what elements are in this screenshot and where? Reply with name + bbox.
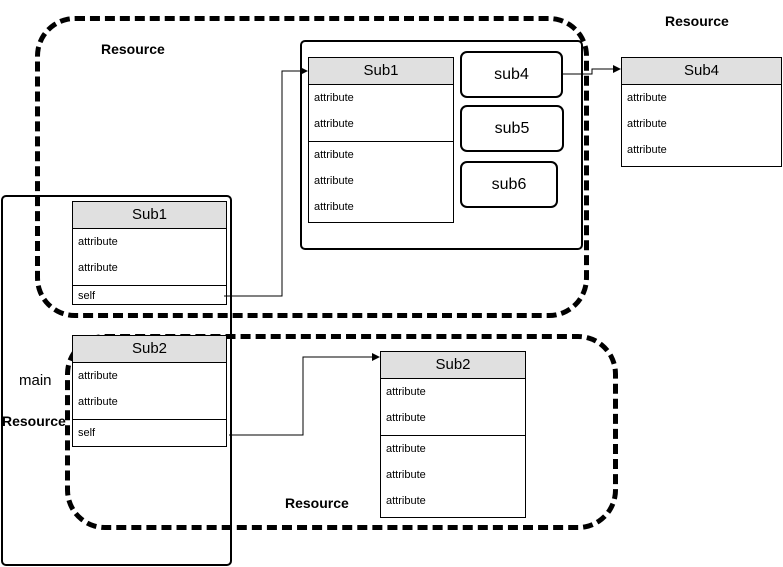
sub1-container <box>300 40 583 250</box>
bottom-resource-region <box>65 334 618 530</box>
attribute-row: attribute <box>386 386 426 398</box>
method-row: attribute <box>314 201 354 213</box>
sub4-target-class[interactable]: Sub4 attribute attribute attribute <box>621 57 782 167</box>
sub4-box[interactable]: sub4 <box>460 51 563 98</box>
method-row: attribute <box>314 149 354 161</box>
method-row: attribute <box>314 175 354 187</box>
divider <box>309 141 453 142</box>
class-title: Sub1 <box>73 202 226 229</box>
outer-resource-label: Resource <box>665 13 729 29</box>
sub6-box[interactable]: sub6 <box>460 161 558 208</box>
attribute-row: attribute <box>314 118 354 130</box>
attribute-row: attribute <box>627 144 667 156</box>
main-resource-label: Resource <box>2 413 66 429</box>
class-title: Sub1 <box>309 58 453 85</box>
attribute-row: attribute <box>314 92 354 104</box>
method-row: attribute <box>386 469 426 481</box>
sub1-main-class[interactable]: Sub1 attribute attribute self <box>72 201 227 305</box>
method-row: attribute <box>386 495 426 507</box>
method-row: self <box>78 427 96 439</box>
attribute-row: attribute <box>78 262 118 274</box>
main-container <box>1 195 232 566</box>
divider <box>73 419 226 420</box>
method-row: self <box>78 290 96 302</box>
attribute-row: attribute <box>627 118 667 130</box>
method-row: attribute <box>386 443 426 455</box>
divider <box>381 435 525 436</box>
self-to-sub1-connector <box>224 67 308 297</box>
main-label: main <box>19 372 52 389</box>
sub1-target-class[interactable]: Sub1 attribute attribute attribute attri… <box>308 57 454 223</box>
top-resource-region <box>35 16 589 318</box>
attribute-row: attribute <box>627 92 667 104</box>
bottom-resource-label: Resource <box>285 495 349 511</box>
class-title: Sub4 <box>622 58 781 85</box>
class-title: Sub2 <box>381 352 525 379</box>
sub2-main-class[interactable]: Sub2 attribute attribute self <box>72 335 227 447</box>
attribute-row: attribute <box>386 412 426 424</box>
attribute-row: attribute <box>78 236 118 248</box>
sub2-target-class[interactable]: Sub2 attribute attribute attribute attri… <box>380 351 526 518</box>
attribute-row: attribute <box>78 370 118 382</box>
class-title: Sub2 <box>73 336 226 363</box>
sub4-to-sub4-connector <box>563 65 621 75</box>
sub5-box[interactable]: sub5 <box>460 105 564 152</box>
top-resource-label: Resource <box>101 41 165 57</box>
attribute-row: attribute <box>78 396 118 408</box>
self-to-sub2-connector <box>229 353 380 436</box>
divider <box>73 285 226 286</box>
